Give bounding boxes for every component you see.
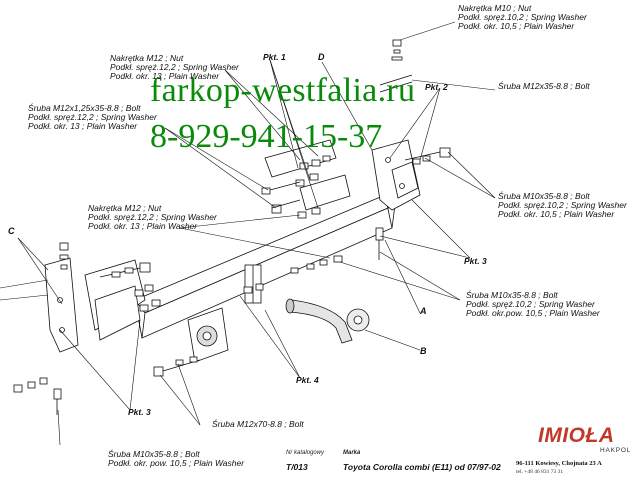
point-label-3-right: Pkt. 3 bbox=[464, 256, 487, 266]
upper-plate bbox=[264, 139, 351, 211]
left-bracket bbox=[44, 257, 146, 353]
watermark-phone: 8-929-941-15-37 bbox=[150, 118, 383, 155]
letter-b: B bbox=[420, 346, 427, 356]
point-label-4: Pkt. 4 bbox=[296, 375, 319, 385]
point-label-2: Pkt. 2 bbox=[425, 82, 448, 92]
watermark-site: farkop-westfalia.ru bbox=[150, 72, 416, 109]
letter-d: D bbox=[318, 52, 325, 62]
brand-sub: HAKPOL bbox=[600, 447, 632, 454]
vehicle-model: Toyota Corolla combi (E11) od 07/97-02 bbox=[343, 462, 501, 472]
brand-logo: IMIOŁA bbox=[538, 424, 615, 447]
company-phone: tel. +48 46 831 73 31 bbox=[516, 469, 564, 475]
letter-c: C bbox=[8, 226, 15, 236]
right-bracket bbox=[371, 139, 421, 211]
callout-bolt-m12x70: Śruba M12x70-8.8 ; Bolt bbox=[212, 419, 304, 429]
socket-plate bbox=[187, 307, 229, 363]
catalog-label: Nr katalogowy bbox=[286, 450, 325, 456]
tow-ball-neck bbox=[285, 298, 370, 344]
fasteners bbox=[13, 39, 451, 415]
callout-bolt-m12x35: Śruba M12x35-8.8 ; Bolt bbox=[498, 81, 590, 91]
leader-lines bbox=[0, 21, 496, 446]
company-address: 96-111 Kowiesy, Chojnata 23 A bbox=[516, 460, 602, 467]
point-label-1: Pkt. 1 bbox=[263, 52, 286, 62]
point-label-3-left: Pkt. 3 bbox=[128, 407, 151, 417]
letter-a: A bbox=[420, 306, 427, 316]
brand-label: Marka bbox=[343, 450, 361, 456]
catalog-number: T/013 bbox=[286, 462, 308, 472]
